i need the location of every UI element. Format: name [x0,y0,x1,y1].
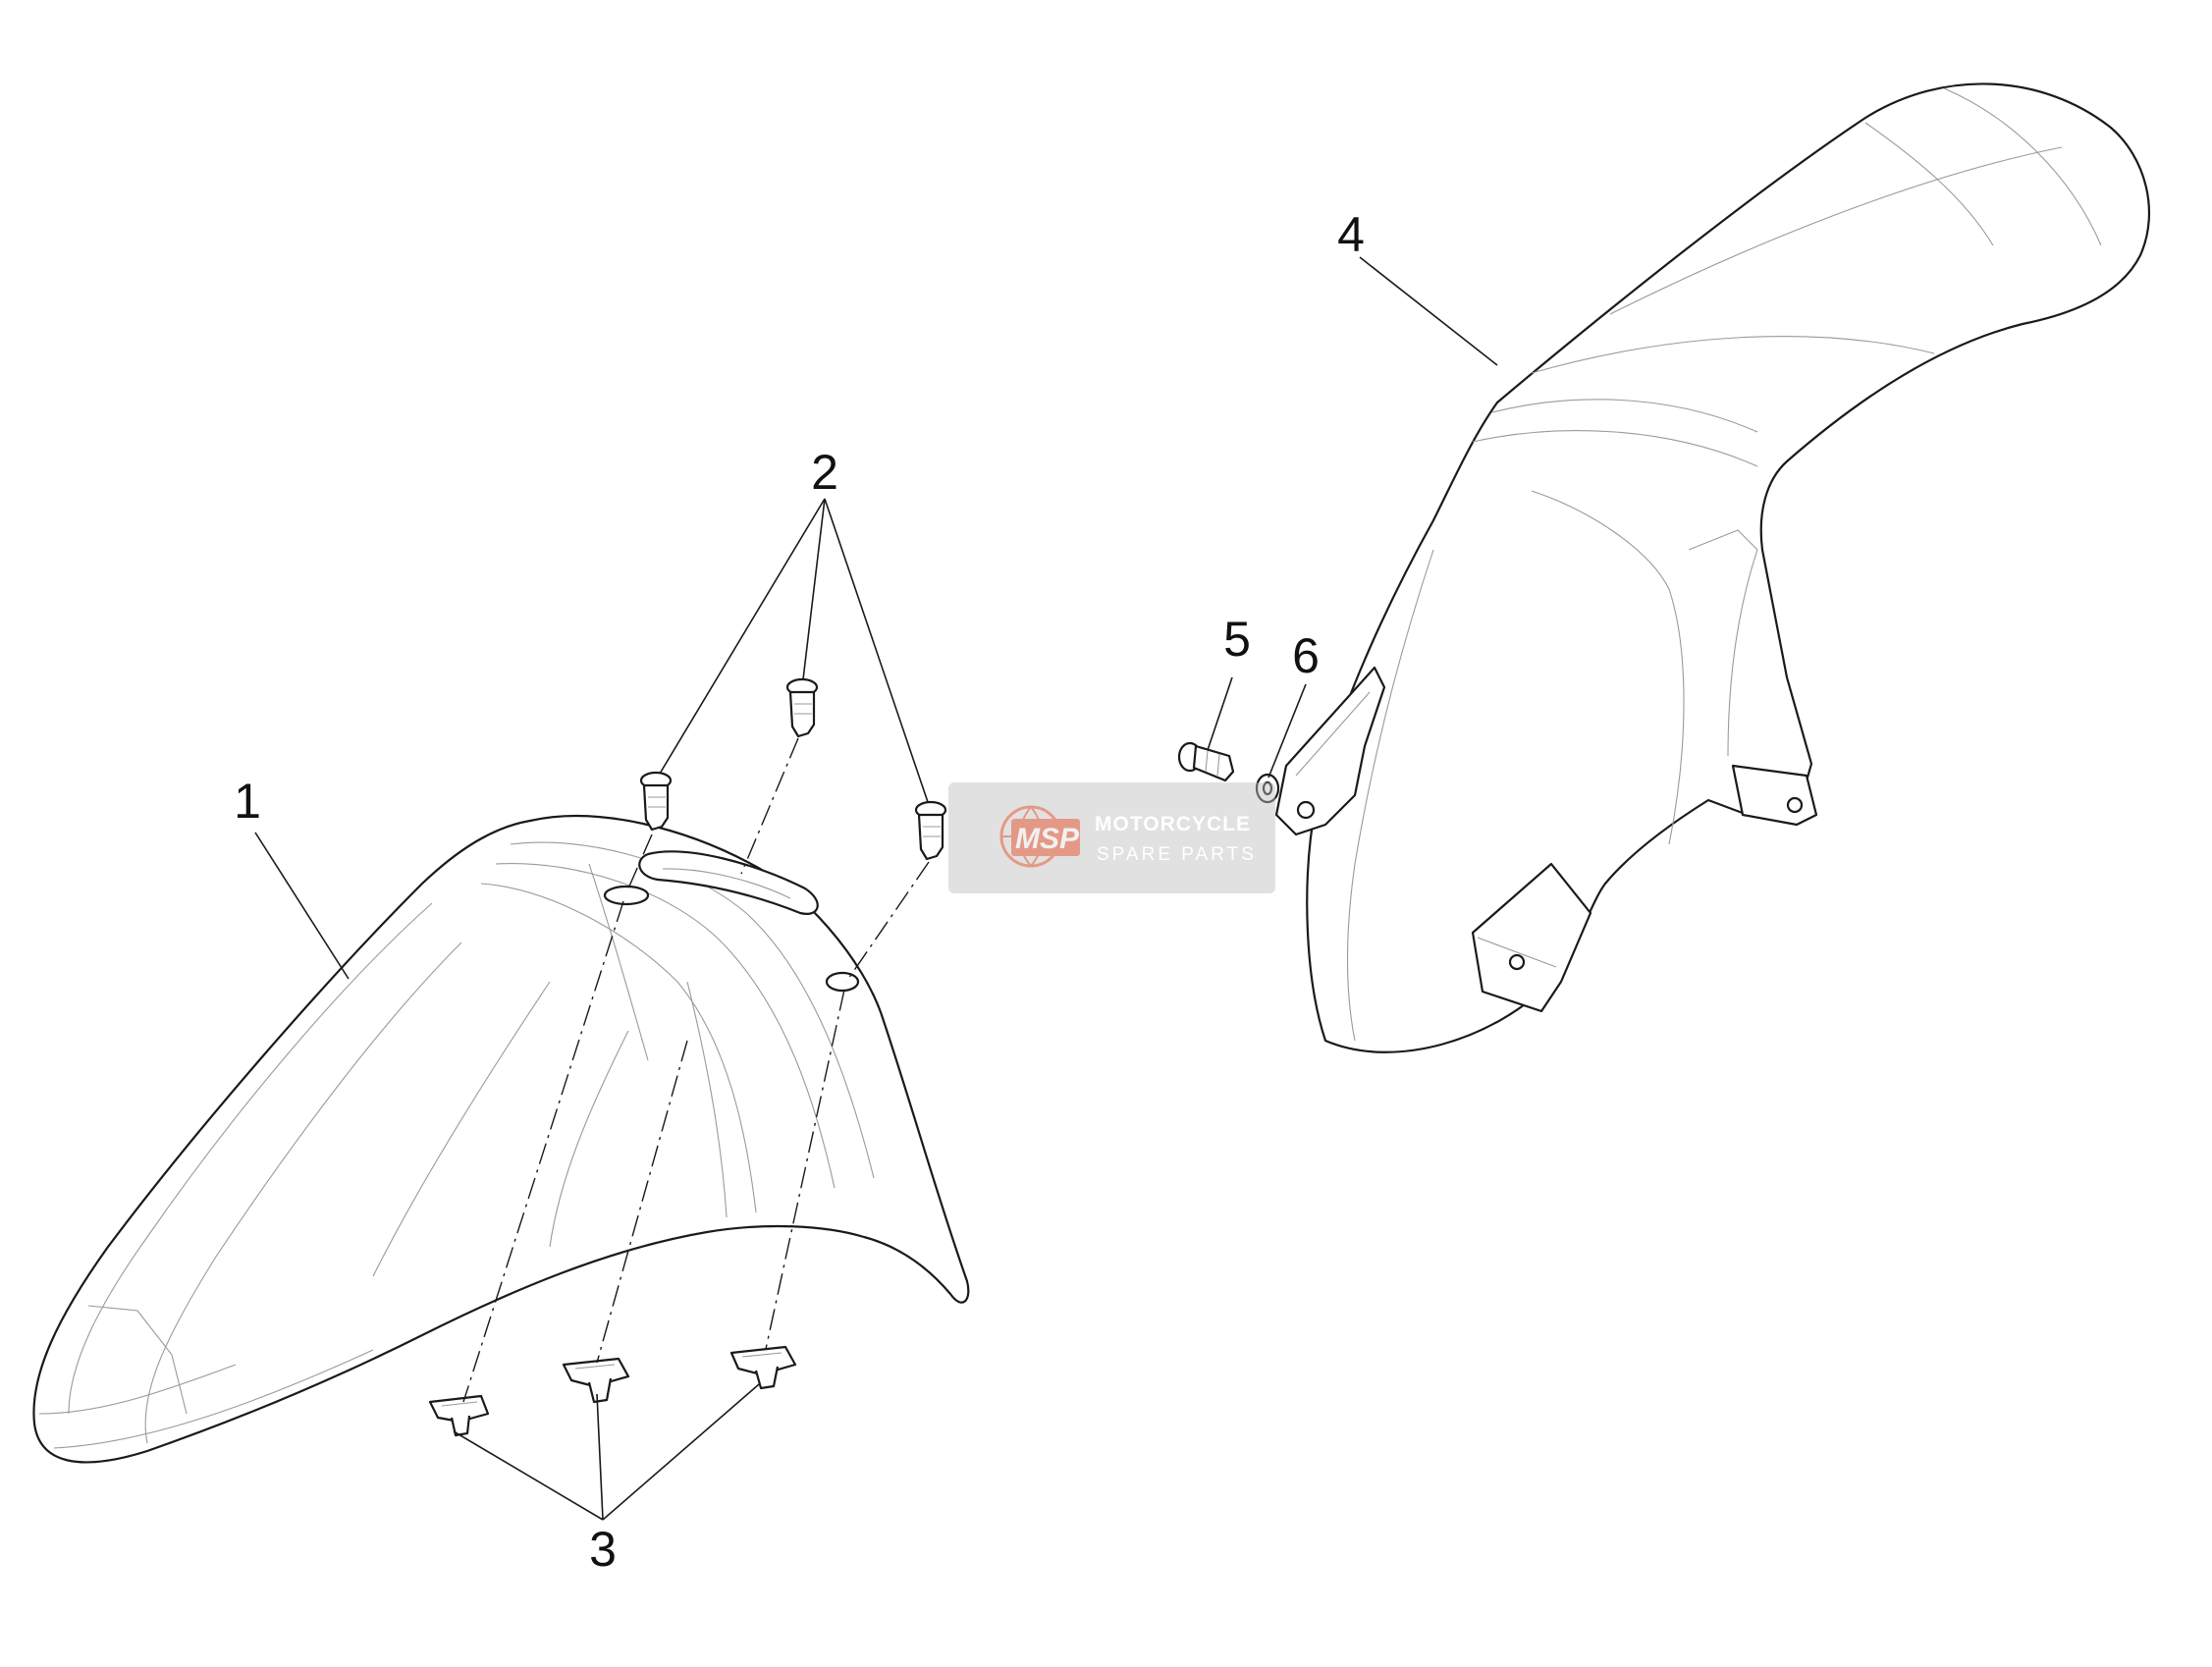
watermark-line1: MOTORCYCLE [1095,813,1251,835]
washer [1255,773,1280,804]
callout-1: 1 [234,774,261,829]
callout-6: 6 [1292,628,1320,683]
callout-5: 5 [1223,612,1251,667]
rear-mudguard [1274,82,2151,1053]
screw-left [639,771,673,832]
watermark: MSP MOTORCYCLE SPARE PARTS [948,782,1275,893]
clip-right [729,1345,797,1390]
screw-middle [785,677,819,738]
callout-2: 2 [811,445,838,500]
screw-right [914,800,947,861]
front-mudguard [32,815,970,1464]
msp-logo: MSP [999,805,1080,868]
clip-left [428,1394,490,1437]
watermark-logo-text: MSP [1015,823,1080,855]
leader-lines [254,256,1498,1521]
watermark-line2: SPARE PARTS [1097,844,1257,865]
assembly-lines [462,737,930,1403]
clip-middle [562,1357,630,1404]
callout-4: 4 [1337,207,1365,262]
bolt [1177,741,1235,782]
watermark-box [948,782,1275,893]
callout-3: 3 [589,1522,617,1577]
